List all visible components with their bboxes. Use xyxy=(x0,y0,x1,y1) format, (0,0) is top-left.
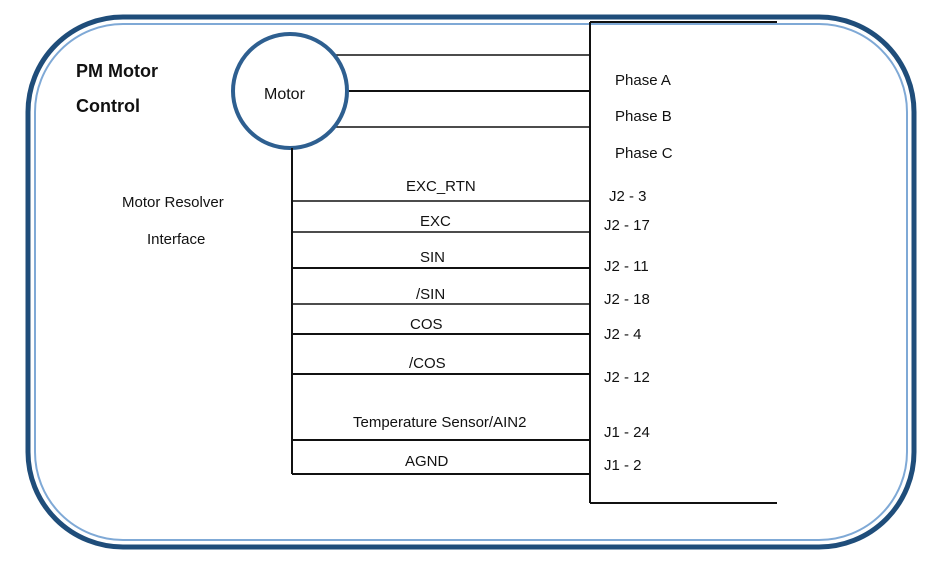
pin-label-j2-12: J2 - 12 xyxy=(604,369,650,386)
frame-inner xyxy=(34,23,908,541)
phase-label-a: Phase A xyxy=(615,72,671,89)
pin-label-j2-11: J2 - 11 xyxy=(604,258,649,275)
signal-name-nsin: /SIN xyxy=(416,286,446,303)
pin-label-j1-24: J1 - 24 xyxy=(604,424,650,441)
signal-name-sin: SIN xyxy=(420,249,446,266)
signal-name-ncos: /COS xyxy=(409,355,446,372)
pin-label-j2-18: J2 - 18 xyxy=(604,291,650,308)
resolver-label-line-1: Motor Resolver xyxy=(122,194,224,211)
phase-label-c: Phase C xyxy=(615,145,673,162)
signal-name-exc-rtn: EXC_RTN xyxy=(406,178,476,195)
motor-circle xyxy=(231,32,349,150)
phase-label-b: Phase B xyxy=(615,108,672,125)
signal-name-cos: COS xyxy=(410,316,443,333)
signal-name-agnd: AGND xyxy=(405,453,449,470)
pin-label-j1-2: J1 - 2 xyxy=(604,457,642,474)
pin-label-j2-3: J2 - 3 xyxy=(609,188,647,205)
title-line-2: Control xyxy=(76,96,140,116)
pin-label-j2-4: J2 - 4 xyxy=(604,326,642,343)
motor-label: Motor xyxy=(264,86,305,103)
pin-label-j2-17: J2 - 17 xyxy=(604,217,650,234)
title-line-1: PM Motor xyxy=(76,61,158,81)
signal-name-temp: Temperature Sensor/AIN2 xyxy=(353,414,527,431)
resolver-label-line-2: Interface xyxy=(147,231,206,248)
signal-name-exc: EXC xyxy=(420,213,451,230)
frame-outer xyxy=(25,14,917,550)
